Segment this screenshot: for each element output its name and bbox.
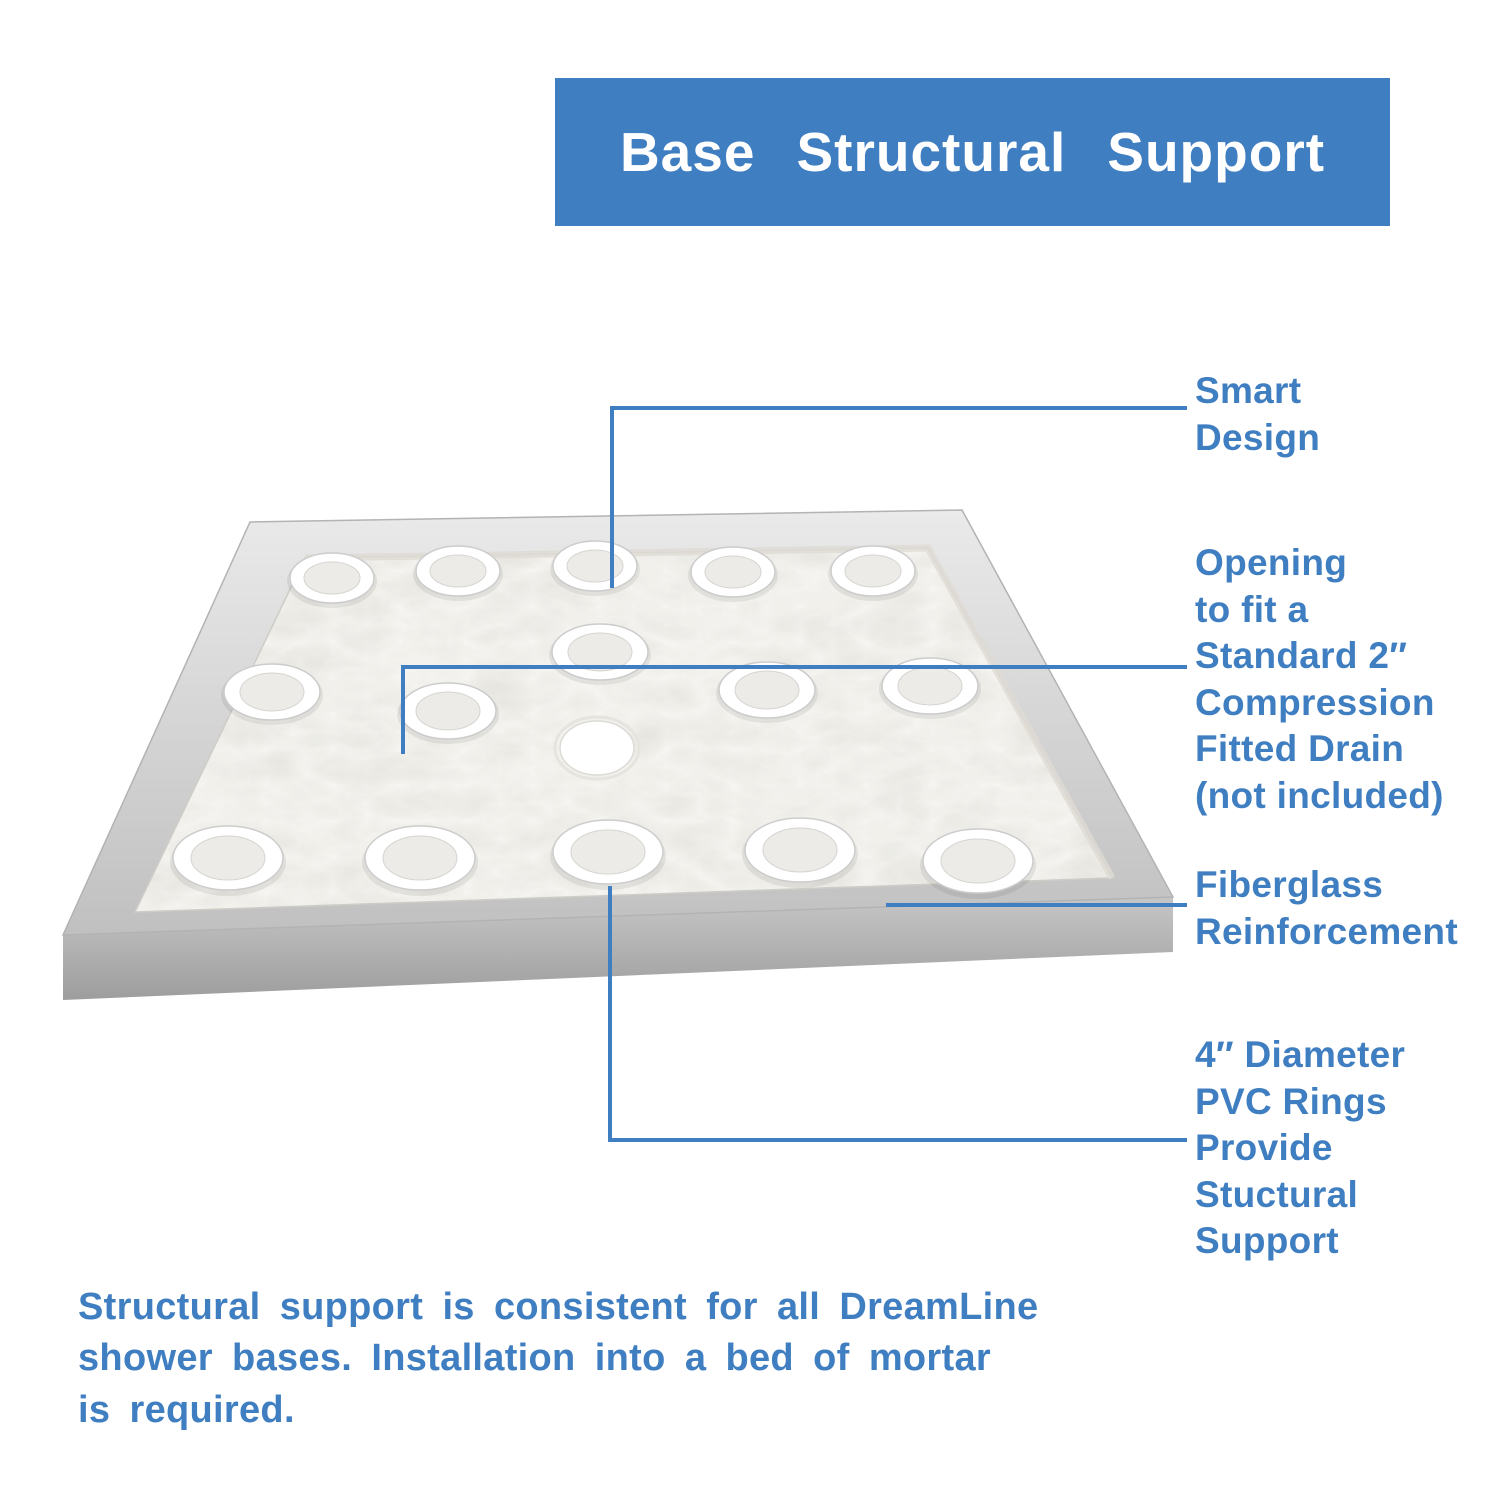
drain-opening <box>553 715 641 781</box>
pvc-ring <box>221 663 323 725</box>
callout-smart-design: Smart Design <box>1195 370 1321 458</box>
page-title: Base Structural Support <box>619 121 1326 183</box>
callout-drain-opening: Opening to fit a Standard 2″ Compression… <box>1195 542 1444 817</box>
pvc-ring <box>550 540 640 596</box>
base-front-edge <box>63 897 1173 1000</box>
pvc-ring <box>550 819 666 890</box>
callout-pvc-rings: 4″ Diameter PVC Rings Provide Stuctural … <box>1195 1034 1406 1262</box>
callout-line-pvc-rings <box>608 886 1187 1142</box>
pvc-ring <box>397 682 499 744</box>
callout-line-smart-design <box>610 406 1187 588</box>
pvc-ring <box>920 828 1036 899</box>
pvc-ring <box>287 552 377 608</box>
pvc-ring <box>879 657 981 719</box>
pvc-ring <box>549 623 651 685</box>
title-banner: Base Structural Support <box>555 78 1390 226</box>
pvc-ring <box>170 825 286 896</box>
inner-wall-shade <box>304 544 1116 880</box>
pvc-ring <box>828 545 918 601</box>
pvc-ring <box>362 825 478 896</box>
pvc-ring <box>413 545 503 601</box>
footer-note: Structural support is consistent for all… <box>78 1286 1039 1431</box>
callout-line-drain-opening <box>401 665 1187 754</box>
pvc-ring <box>688 546 778 602</box>
callout-fiberglass: Fiberglass Reinforcement <box>1195 864 1458 952</box>
pvc-ring <box>742 817 858 888</box>
pvc-ring <box>716 661 818 723</box>
